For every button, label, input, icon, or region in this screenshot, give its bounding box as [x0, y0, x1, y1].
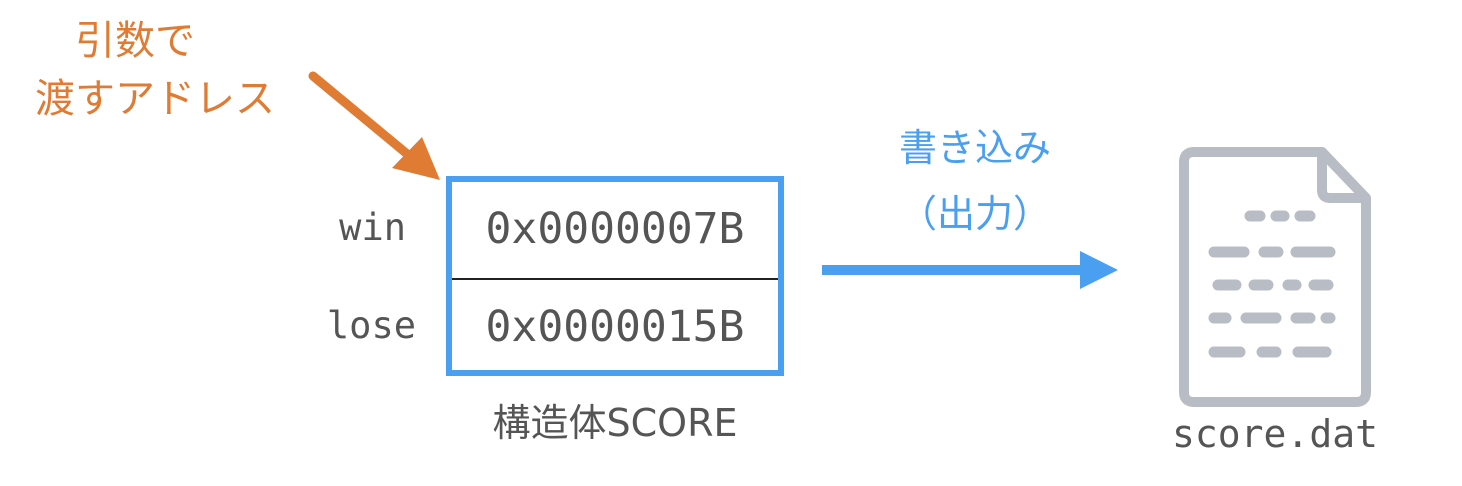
document-icon: [1179, 147, 1371, 407]
struct-box: 0x0000007B 0x0000015B: [446, 176, 784, 376]
member-value-win: 0x0000007B: [485, 204, 745, 254]
argument-arrow: [308, 71, 440, 180]
file-name: score.dat: [1172, 412, 1378, 456]
struct-divider: [452, 278, 778, 280]
member-name-lose: lose: [326, 304, 416, 347]
member-value-lose: 0x0000015B: [485, 302, 745, 352]
member-name-win: win: [339, 206, 406, 249]
write-label-line2: （出力）: [898, 192, 1051, 236]
argument-label-line2: 渡すアドレス: [35, 76, 275, 122]
struct-caption: 構造体SCORE: [492, 401, 738, 445]
write-arrow: [822, 251, 1118, 289]
write-label-line1: 書き込み: [898, 126, 1051, 170]
argument-label-line1: 引数で: [75, 18, 195, 64]
